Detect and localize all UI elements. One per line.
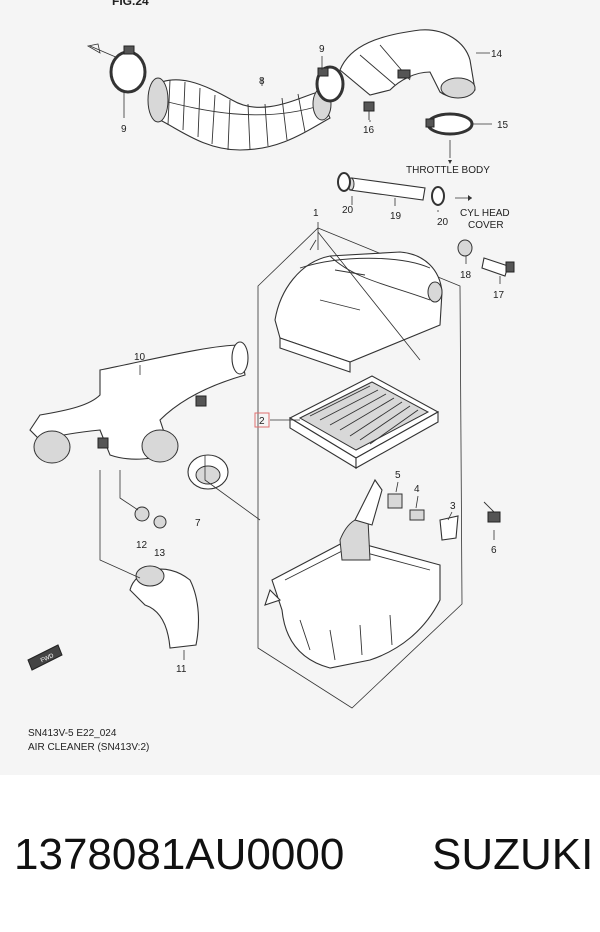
bolt-6: [483, 501, 501, 523]
forward-arrow-icon: FWD: [27, 644, 63, 671]
caption-title: AIR CLEANER (SN413V:2): [28, 742, 149, 753]
callout-14: 14: [491, 49, 503, 60]
callout-15: 15: [497, 120, 509, 131]
figure-label: FIG.24: [112, 0, 149, 8]
hose-clamp-15: [425, 112, 474, 136]
arrow-head: [468, 195, 472, 201]
callout-3: 3: [450, 501, 456, 512]
nut-12: [134, 506, 150, 522]
callout-9-left: 9: [121, 124, 127, 135]
callout-13: 13: [154, 548, 166, 559]
brand-name: SUZUKI: [432, 830, 594, 879]
callout-20-right: 20: [437, 217, 449, 228]
exploded-view-drawing: FIG.24: [27, 0, 515, 753]
callout-10: 10: [134, 352, 146, 363]
callout-2: 2: [259, 416, 265, 427]
callout-5: 5: [395, 470, 401, 481]
callout-17: 17: [493, 290, 505, 301]
intake-pipe-14: [339, 29, 476, 99]
intake-hose-8: [147, 77, 332, 151]
parts-diagram: FIG.24: [27, 0, 515, 753]
callout-4: 4: [414, 484, 420, 495]
resonator-duct-10: [29, 341, 249, 464]
arrow-head: [448, 160, 452, 164]
highlight-box: [254, 412, 270, 428]
callout-1: 1: [313, 208, 319, 219]
callout-12: 12: [136, 540, 148, 551]
throttle-body-label: THROTTLE BODY: [406, 165, 490, 176]
bolt-16: [363, 101, 375, 120]
callout-8: 8: [259, 76, 265, 87]
callout-20-left: 20: [342, 205, 354, 216]
washer-13: [153, 515, 167, 529]
collar-4: [409, 509, 425, 521]
fwd-label: FWD: [40, 653, 56, 664]
callout-16: 16: [363, 125, 375, 136]
elbow-hose-11: [129, 565, 199, 649]
air-cleaner-cap: [274, 251, 443, 373]
callout-6: 6: [491, 545, 497, 556]
hose-clamp-9-left: [109, 45, 147, 94]
hose-clamp-9-right: [315, 65, 345, 103]
assembly-boundary: [257, 227, 463, 709]
grommet-7: [187, 454, 229, 490]
air-cleaner-case: [264, 478, 441, 669]
cyl-head-label-line2: COVER: [468, 220, 504, 231]
filter-element-2: [288, 375, 440, 469]
clamp-20-right: [431, 186, 445, 206]
grommet-18: [457, 239, 473, 257]
callout-7: 7: [195, 518, 201, 529]
cyl-head-label-line1: CYL HEAD: [460, 208, 510, 219]
callout-18: 18: [460, 270, 472, 281]
part-number: 1378081AU0000: [14, 830, 345, 879]
clamp-20-left: [337, 172, 351, 192]
caption-code: SN413V-5 E22_024: [28, 728, 117, 739]
callout-11: 11: [176, 664, 187, 675]
clip-3: [439, 515, 459, 541]
callout-19: 19: [390, 211, 402, 222]
sensor-17: [481, 257, 515, 277]
bushing-5: [387, 493, 403, 509]
breather-hose-19: [347, 177, 426, 201]
callout-9-right: 9: [319, 44, 325, 55]
